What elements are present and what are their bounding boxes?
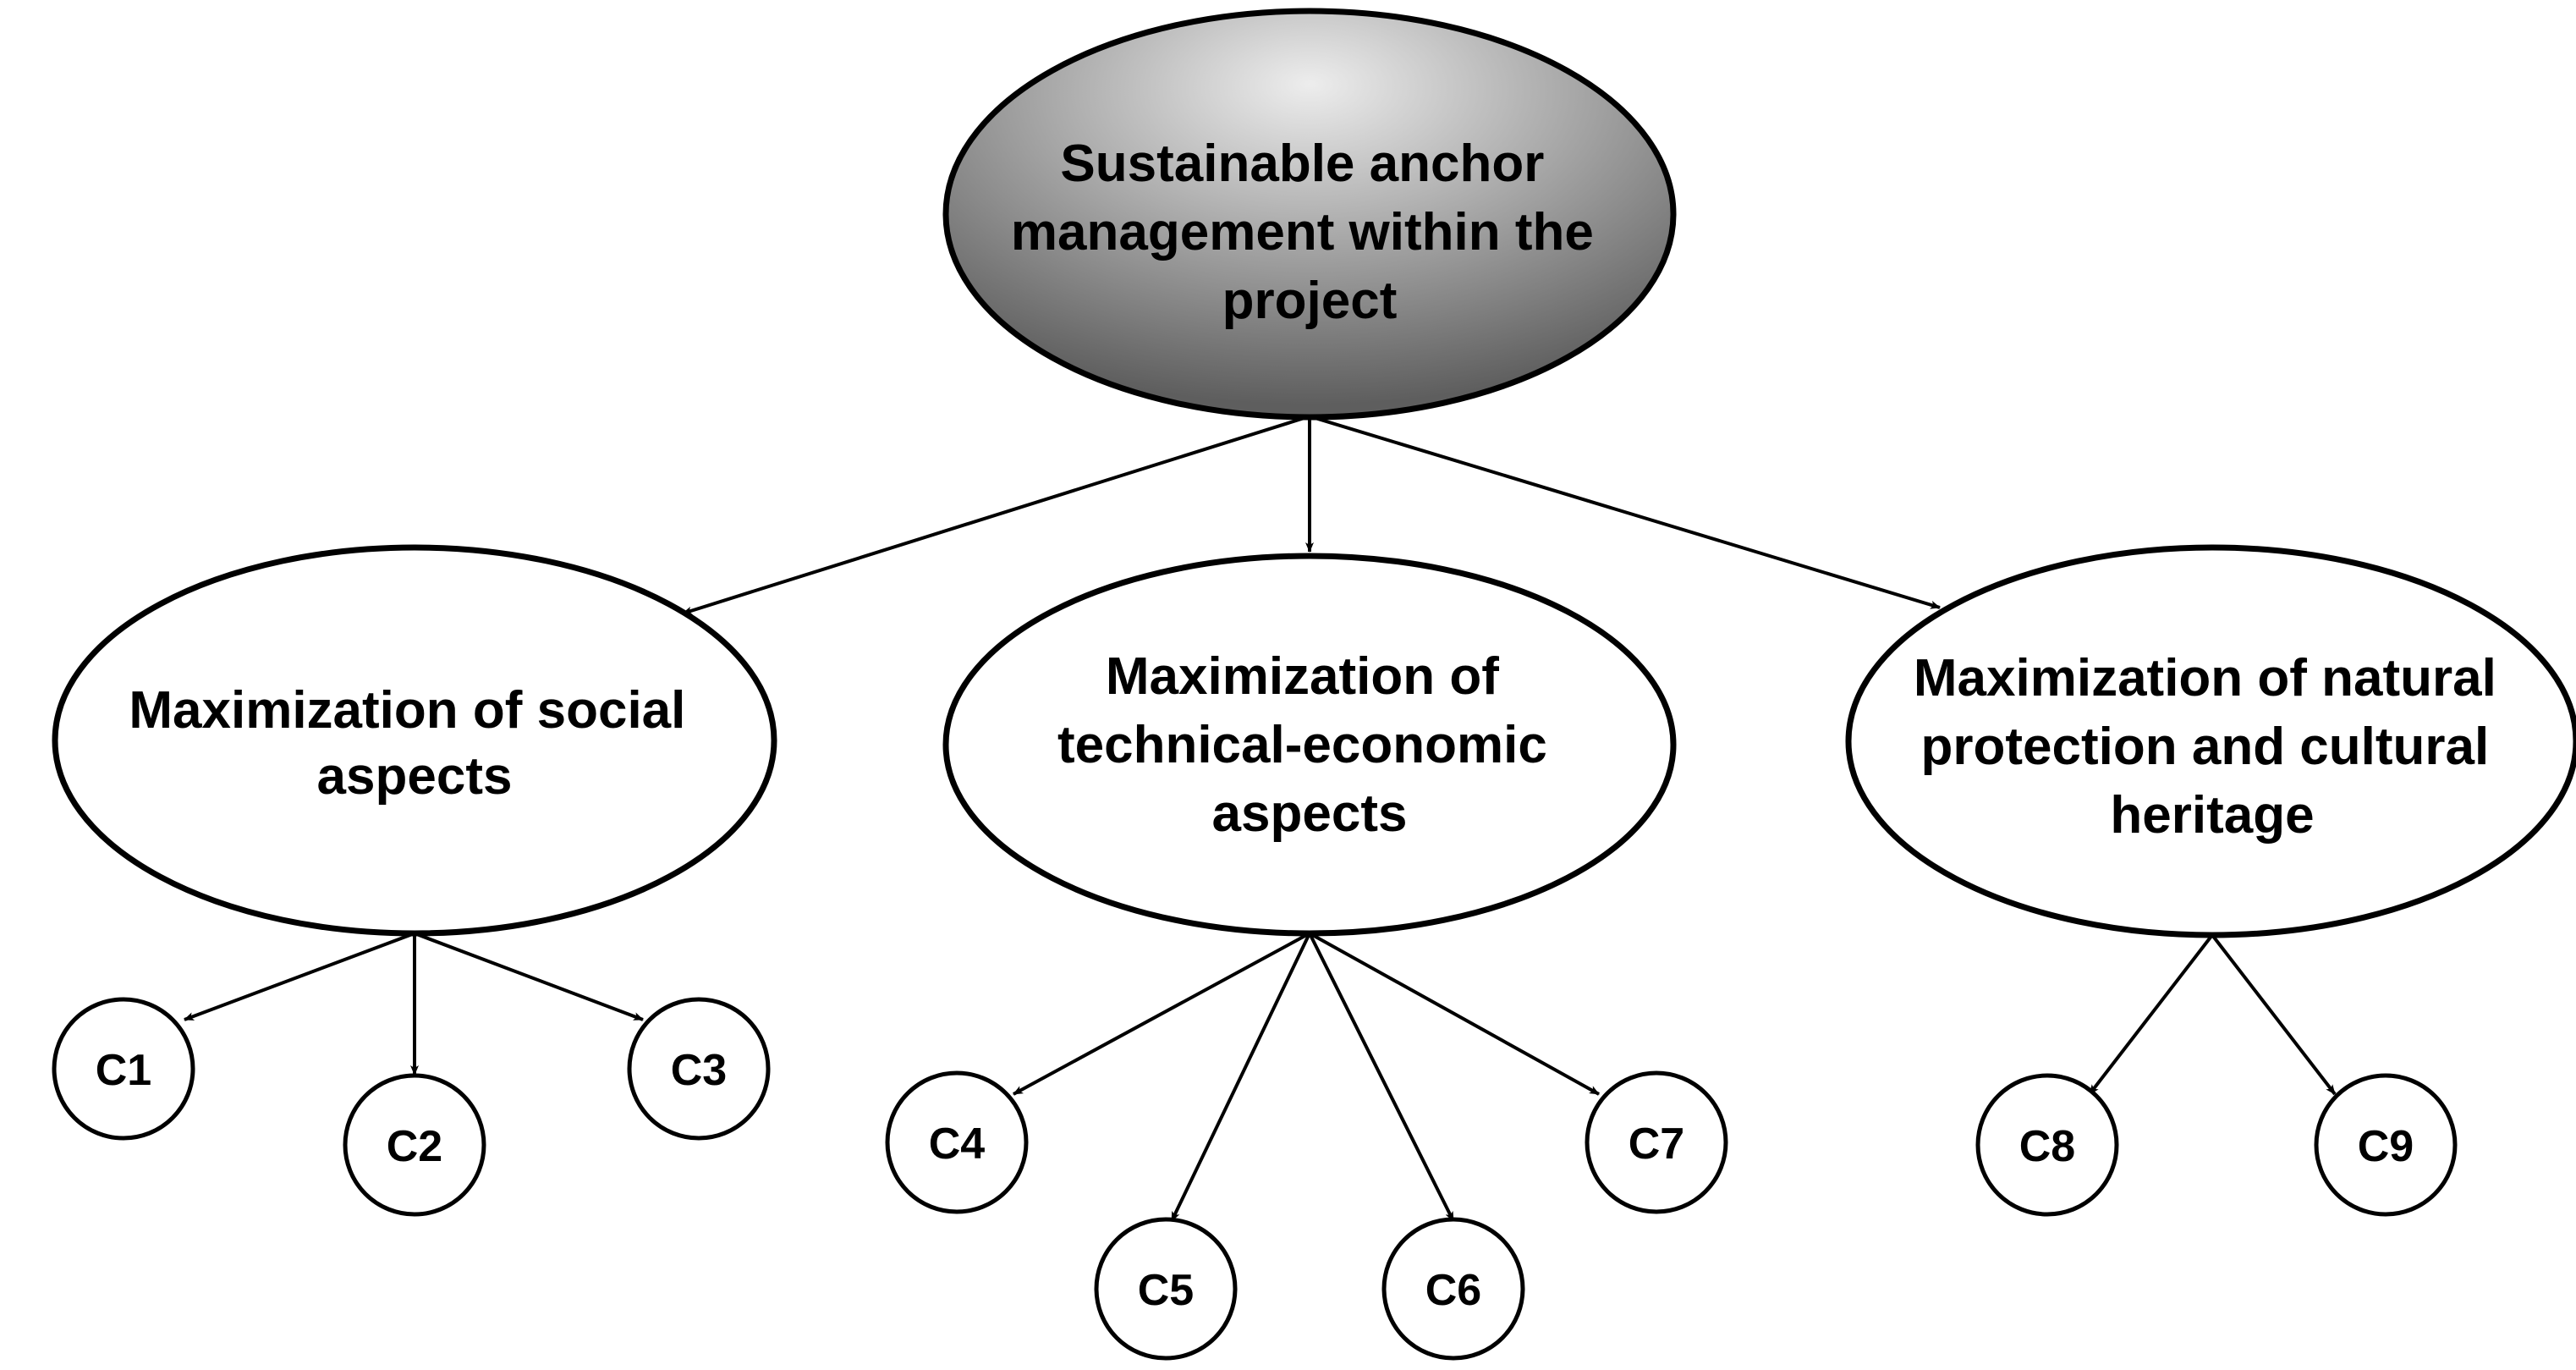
goal-node-natural: Maximization of natural protection and c…	[1845, 544, 2576, 938]
goal-ellipse	[1845, 544, 2576, 938]
arrow-technical-to-c5	[1170, 933, 1311, 1222]
goal-ellipse	[942, 553, 1677, 937]
criterion-circle	[627, 997, 771, 1141]
criterion-node-c1: C1	[52, 997, 195, 1141]
criterion-label: C4	[929, 1120, 986, 1169]
goal-node-social: Maximization of social aspects	[52, 544, 777, 937]
root-node: Sustainable anchor management within the…	[942, 8, 1677, 421]
criterion-label: C7	[1629, 1120, 1684, 1169]
criterion-circle	[52, 997, 195, 1141]
root-label-line: Sustainable anchor	[1060, 135, 1544, 193]
criterion-node-c5: C5	[1094, 1217, 1238, 1361]
criterion-node-c8: C8	[1975, 1073, 2119, 1217]
goal-node-technical: Maximization of technical-economic aspec…	[942, 553, 1677, 937]
criterion-label: C9	[2358, 1122, 2414, 1171]
goal-label: Maximization of social aspects	[129, 681, 700, 806]
goal-label-line: technical-economic	[1057, 716, 1547, 774]
goal-label-line: aspects	[1212, 784, 1408, 843]
criterion-label: C6	[1425, 1266, 1481, 1315]
criterion-node-c4: C4	[885, 1070, 1029, 1214]
goal-label: Maximization of natural protection and c…	[1914, 649, 2511, 845]
goal-label-line: Maximization of natural	[1914, 649, 2496, 707]
criterion-circle	[343, 1073, 486, 1217]
criterion-label: C8	[2019, 1122, 2075, 1171]
goal-label: Maximization of technical-economic aspec…	[1057, 647, 1562, 843]
arrow-natural-to-c9	[2211, 933, 2337, 1096]
arrow-technical-to-c4	[1013, 932, 1310, 1096]
connector-arrows	[184, 415, 2337, 1222]
goal-label-line: heritage	[2110, 786, 2314, 845]
criterion-circle	[1381, 1217, 1525, 1361]
criterion-circle	[2314, 1073, 2458, 1217]
criterion-node-c2: C2	[343, 1073, 486, 1217]
goal-label-line: aspects	[317, 747, 513, 806]
criterion-node-c7: C7	[1585, 1070, 1728, 1214]
arrow-root-to-social	[682, 415, 1310, 615]
root-label: Sustainable anchor management within the…	[1011, 135, 1608, 330]
criterion-circle	[1975, 1073, 2119, 1217]
criteria-nodes: C1 C2 C3 C4 C5 C6 C7 C8	[52, 997, 2458, 1361]
criterion-node-c9: C9	[2314, 1073, 2458, 1217]
goal-label-line: Maximization of	[1106, 647, 1499, 706]
criterion-circle	[1094, 1217, 1238, 1361]
arrow-social-to-c3	[414, 932, 644, 1021]
root-ellipse	[942, 8, 1677, 421]
arrow-technical-to-c7	[1309, 932, 1600, 1096]
criterion-circle	[885, 1070, 1029, 1214]
criterion-circle	[1585, 1070, 1728, 1214]
criterion-label: C2	[387, 1122, 442, 1171]
criterion-node-c3: C3	[627, 997, 771, 1141]
criterion-node-c6: C6	[1381, 1217, 1525, 1361]
arrow-natural-to-c8	[2088, 933, 2214, 1096]
goal-label-line: Maximization of social	[129, 681, 685, 740]
goal-label-line: protection and cultural	[1921, 718, 2490, 776]
root-label-line: project	[1222, 272, 1398, 330]
arrow-social-to-c1	[184, 932, 415, 1021]
criterion-label: C3	[671, 1046, 727, 1095]
criterion-label: C5	[1138, 1266, 1194, 1315]
root-label-line: management within the	[1011, 203, 1594, 261]
goal-ellipse	[52, 544, 777, 937]
arrow-technical-to-c6	[1308, 933, 1455, 1222]
criterion-label: C1	[96, 1046, 151, 1095]
arrow-root-to-natural	[1309, 415, 1941, 609]
